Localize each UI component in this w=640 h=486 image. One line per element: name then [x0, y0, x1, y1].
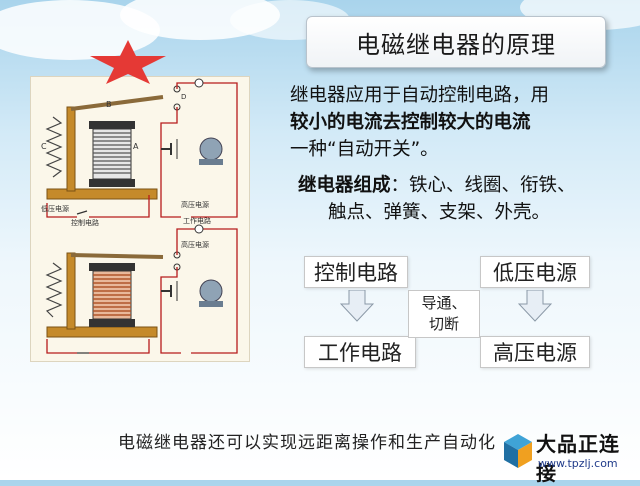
label-a: A [133, 142, 139, 151]
switch-action-line1: 导通、 [421, 294, 467, 312]
label-b: B [106, 100, 112, 109]
description-bold: 较小的电流去控制较大的电流 [290, 112, 531, 133]
description-part2: 一种“自动开关”。 [290, 139, 439, 160]
label-control-circuit: 控制电路 [71, 218, 99, 227]
work-circuit-label: 工作电路 [318, 341, 402, 365]
spring-bottom [45, 262, 63, 318]
watermark-name: 大品正连接 [536, 432, 620, 485]
down-arrow-icon [518, 290, 552, 322]
spring-top [45, 116, 63, 178]
label-d: D [181, 93, 186, 101]
work-circuit-box: 工作电路 [304, 336, 416, 368]
relay-diagram-svg: B C A D 低压电源 控制电路 高压电源 工作电路 [41, 78, 238, 354]
control-circuit-box: 控制电路 [304, 256, 408, 288]
low-voltage-box: 低压电源 [480, 256, 590, 288]
composition-line1: ：铁心、线圈、衔铁、 [390, 175, 576, 196]
slide-title: 电磁继电器的原理 [356, 30, 556, 59]
relay-diagram: B C A D 低压电源 控制电路 高压电源 工作电路 [30, 76, 250, 362]
description-part1: 继电器应用于自动控制电路，用 [290, 85, 550, 106]
footer-text: 电磁继电器还可以实现远距离操作和生产自动化 [118, 433, 496, 453]
star-icon [90, 40, 166, 84]
composition-text: 继电器组成：铁心、线圈、衔铁、 触点、弹簧、支架、外壳。 [298, 172, 618, 226]
label-low-voltage: 低压电源 [41, 204, 69, 213]
high-voltage-label: 高压电源 [493, 341, 577, 365]
label-work-circuit: 工作电路 [183, 216, 211, 225]
cube-logo-icon [504, 434, 532, 468]
composition-label: 继电器组成 [298, 175, 391, 196]
control-circuit-label: 控制电路 [314, 261, 398, 285]
composition-line2: 触点、弹簧、支架、外壳。 [328, 202, 551, 223]
switch-action-line2: 切断 [428, 315, 459, 333]
down-arrow-icon [340, 290, 374, 322]
slide-title-box: 电磁继电器的原理 [306, 16, 606, 68]
watermark-logo: 大品正连接 www.tpzlj.com [502, 428, 636, 485]
top-relay: B C A D 低压电源 控制电路 高压电源 工作电路 [41, 78, 238, 227]
switch-action-box: 导通、 切断 [408, 290, 480, 338]
high-voltage-box: 高压电源 [480, 336, 590, 368]
label-high-voltage-2: 高压电源 [181, 240, 209, 249]
watermark-url: www.tpzlj.com [538, 457, 618, 470]
low-voltage-label: 低压电源 [493, 261, 577, 285]
bottom-relay: 高压电源 [45, 224, 238, 354]
label-c: C [41, 142, 47, 151]
label-high-voltage: 高压电源 [181, 200, 209, 209]
description-paragraph: 继电器应用于自动控制电路，用 较小的电流去控制较大的电流 一种“自动开关”。 [290, 82, 610, 163]
